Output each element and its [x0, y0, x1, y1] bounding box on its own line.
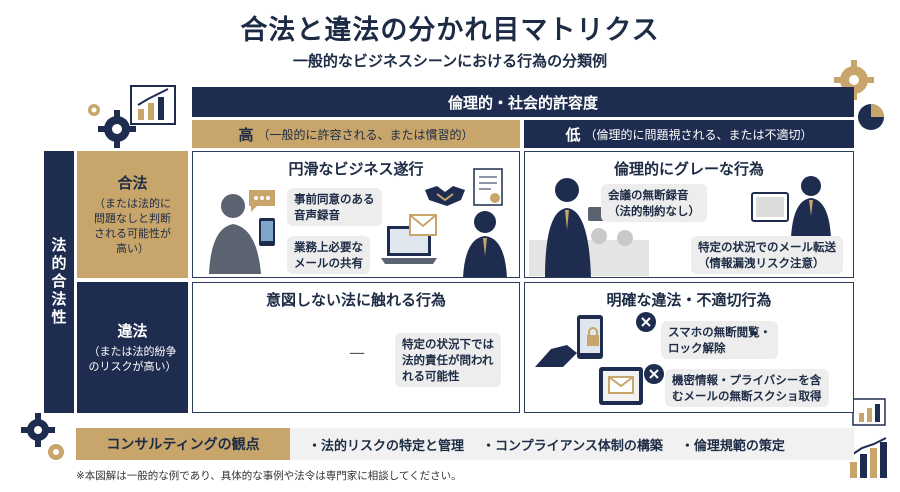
consulting-point: ・倫理規範の策定 [680, 438, 785, 454]
speech-bubble: 業務上必要な メールの共有 [287, 236, 370, 275]
legality-axis-header: 法的合法性 [44, 151, 74, 413]
cell-title: 意図しない法に触れる行為 [265, 291, 446, 309]
speech-bubble: 会議の無断録音 （法的制約なし） [601, 184, 707, 223]
cell-gray-area: 倫理的にグレーな行為 会議の無断録音 （法的制約なし） 特定の状況でのメール転送… [524, 151, 854, 278]
consulting-bar: コンサルティングの観点 ・法的リスクの特定と管理 ・コンプライアンス体制の構築 … [76, 428, 854, 460]
speech-bubble: 機密情報・プライバシーを含 むメールの無断スクショ取得 [665, 369, 829, 408]
consulting-label: コンサルティングの観点 [76, 428, 290, 460]
consulting-point: ・コンプライアンス体制の構築 [482, 438, 663, 454]
bar-chart-icon [849, 437, 887, 478]
pie-chart-icon [858, 104, 884, 130]
lock-icon [587, 327, 599, 346]
legal-sublabel: （または法的に 問題なしと判断 される可能性が 高い） [94, 197, 171, 255]
cell-clear-violation: 明確な違法・不適切行為 スマホの無断閲覧・ ロック解除 機密情報・プライバシーを… [524, 282, 854, 413]
illegal-sublabel: （または法的紛争 のリスクが高い） [88, 345, 177, 373]
hand-phone-icon [535, 315, 603, 367]
speech-bubble: 事前同意のある 音声録音 [287, 188, 382, 227]
page-title: 合法と違法の分かれ目マトリクス [240, 15, 660, 46]
cell-title: 明確な違法・不適切行為 [606, 291, 772, 309]
close-icon [636, 312, 656, 332]
gear-icon [88, 104, 100, 116]
bar-chart-icon [852, 398, 886, 426]
speech-bubble: 特定の状況でのメール転送 （情報漏洩リスク注意） [691, 236, 843, 275]
low-label: 低 [565, 125, 581, 144]
email-icon [409, 214, 437, 236]
page-subtitle: 一般的なビジネスシーンにおける行為の分類例 [292, 52, 608, 70]
chat-bubble-icon [249, 190, 275, 212]
empty-placeholder: — [349, 343, 365, 362]
gear-icon [48, 444, 64, 460]
close-icon [644, 364, 664, 384]
tablet-icon [599, 367, 643, 405]
legal-label: 合法 [117, 174, 148, 193]
tablet-icon [751, 192, 789, 222]
gear-icon [98, 110, 136, 148]
businessman-icon [545, 178, 591, 277]
illegal-label: 違法 [117, 322, 148, 341]
cell-title: 倫理的にグレーな行為 [613, 160, 764, 178]
high-sublabel: （一般的に許容される、または慣習的） [257, 127, 474, 142]
low-sublabel: （倫理的に問題視される、または不適切） [584, 127, 813, 142]
footnote: ※本図解は一般的な例であり、具体的な事例や法令は専門家に相談してください。 [76, 470, 462, 482]
ethics-axis-header: 倫理的・社会的許容度 [192, 87, 854, 117]
low-tolerance-header: 低 （倫理的に問題視される、または不適切） [524, 120, 854, 148]
certificate-icon [473, 168, 503, 206]
cell-unintended-violation: 意図しない法に触れる行為 — 特定の状況下では 法的責任が問われ れる可能性 [192, 282, 520, 413]
businessman-icon [463, 211, 507, 277]
legal-row-header: 合法 （または法的に 問題なしと判断 される可能性が 高い） [77, 151, 188, 278]
consulting-point: ・法的リスクの特定と管理 [308, 438, 465, 454]
high-tolerance-header: 高 （一般的に許容される、または慣習的） [192, 120, 520, 148]
phone-user-icon [209, 194, 275, 274]
speech-bubble: スマホの無断閲覧・ ロック解除 [661, 321, 779, 360]
businessman-icon [791, 176, 831, 238]
bar-chart-icon [130, 85, 176, 125]
speech-bubble: 特定の状況下では 法的責任が問われ れる可能性 [395, 333, 501, 388]
gear-icon [21, 413, 55, 447]
handshake-icon [425, 186, 465, 206]
cell-smooth-business: 円滑なビジネス遂行 事前同意のある 音声録音 業務上必要な メールの共有 [192, 151, 520, 278]
cell-title: 円滑なビジネス遂行 [288, 160, 424, 178]
high-label: 高 [238, 125, 254, 144]
illegal-row-header: 違法 （または法的紛争 のリスクが高い） [77, 282, 188, 413]
